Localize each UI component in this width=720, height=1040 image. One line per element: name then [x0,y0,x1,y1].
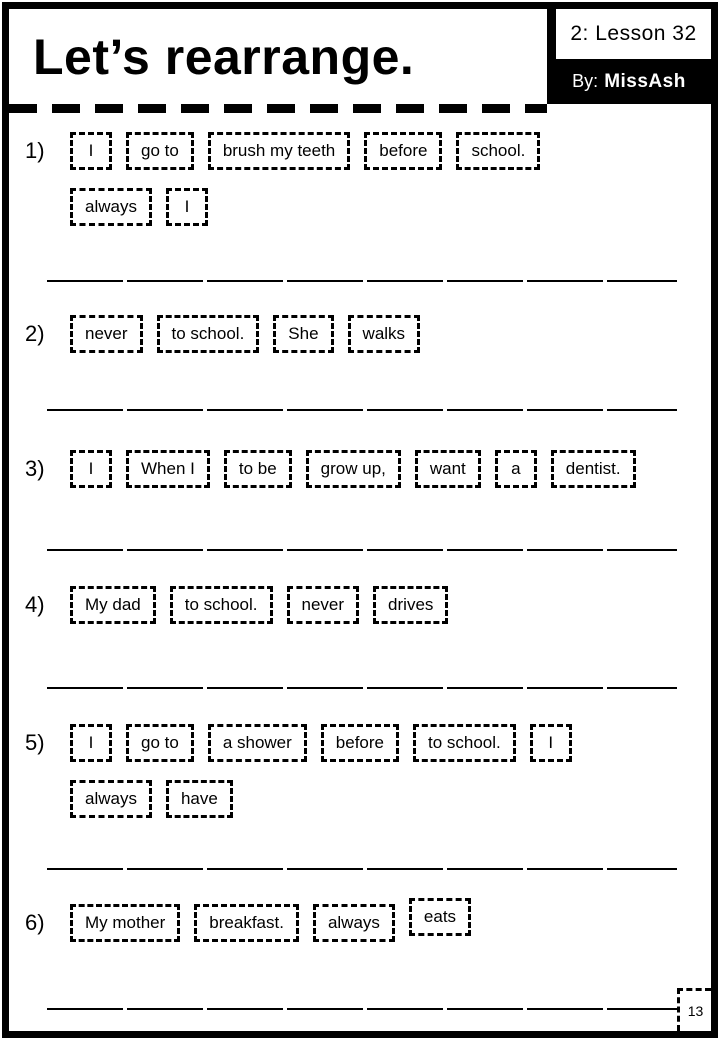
word-box-group: My dad to school. never drives [70,586,677,624]
answer-line [47,280,677,282]
word-box: My mother [70,904,181,942]
page-title: Let’s rearrange. [33,28,415,85]
word-box: dentist. [550,450,636,488]
exercise: 2) never to school. She walks [25,315,677,353]
word-box: brush my teeth [207,132,351,170]
word-box: never [286,586,360,624]
exercise-number: 6) [25,910,45,935]
word-box: go to [126,724,194,762]
word-box: want [414,450,481,488]
word-box: never [70,315,143,353]
lesson-label: 2: Lesson 32 [556,9,711,59]
exercise-number: 3) [25,456,45,481]
word-box-group: never to school. She walks [70,315,677,353]
word-box: eats [408,898,472,936]
word-box: go to [126,132,194,170]
page-number: 13 [687,1003,704,1019]
word-box: to school. [169,586,273,624]
header-dashed-rule [9,104,547,113]
page-number-box: 13 [677,988,711,1031]
word-box-row: always have [70,780,677,818]
answer-line [47,549,677,551]
byline: By: MissAsh [547,59,711,104]
word-box: always [70,780,152,818]
word-box: before [320,724,399,762]
word-box: a [494,450,537,488]
exercise-number: 1) [25,138,45,163]
author-name: MissAsh [604,70,686,92]
word-box: breakfast. [194,904,299,942]
word-box: always [312,904,395,942]
answer-line [47,409,677,411]
lesson-box: 2: Lesson 32 By: MissAsh [547,9,711,104]
answer-line [47,1008,677,1010]
answer-line [47,687,677,689]
word-box: school. [456,132,541,170]
word-box: I [70,450,112,488]
word-box: When I [126,450,210,488]
word-box-row: never to school. She walks [70,315,677,353]
word-box: a shower [207,724,307,762]
word-box-row: always I [70,188,677,226]
word-box: I [70,132,112,170]
word-box-row: My dad to school. never drives [70,586,677,624]
exercise-number: 2) [25,321,45,346]
word-box: walks [347,315,421,353]
word-box: I [70,724,112,762]
word-box: to be [223,450,292,488]
exercise: 4) My dad to school. never drives [25,586,677,624]
word-box: before [364,132,443,170]
word-box: always [70,188,152,226]
answer-line [47,868,677,870]
exercise: 6) My mother breakfast. always eats [25,898,677,942]
header: Let’s rearrange. 2: Lesson 32 By: MissAs… [9,9,711,104]
word-box: to school. [413,724,516,762]
word-box-group: My mother breakfast. always eats [70,898,677,942]
word-box: grow up, [305,450,401,488]
by-label: By: [572,71,599,91]
title-area: Let’s rearrange. [9,9,547,104]
word-box: I [529,724,572,762]
word-box: drives [373,586,449,624]
word-box: My dad [70,586,156,624]
word-box-row: My mother breakfast. always eats [70,898,677,942]
word-box: She [273,315,334,353]
word-box: I [165,188,208,226]
exercise-number: 4) [25,592,45,617]
word-box: have [165,780,233,818]
word-box: to school. [156,315,260,353]
exercise-number: 5) [25,730,45,755]
